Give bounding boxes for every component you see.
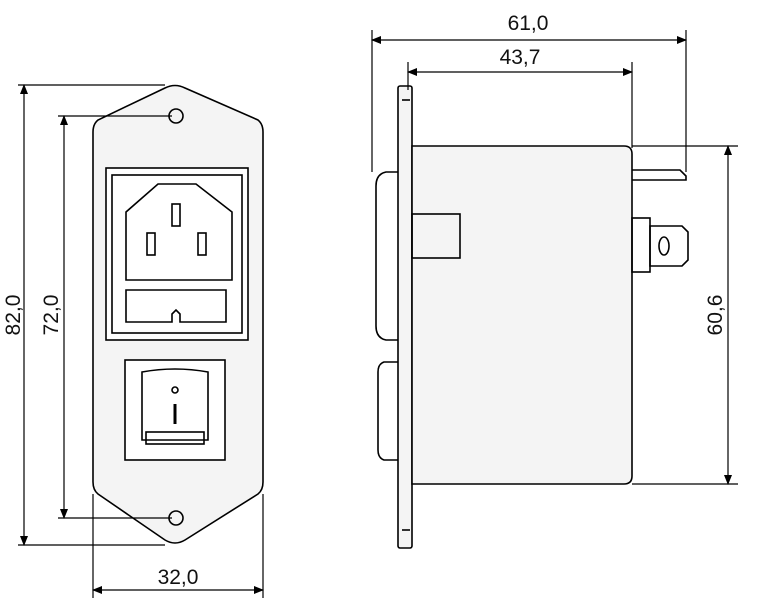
socket-module-inner [111,174,243,334]
rocker-lower-lip [145,431,205,445]
front-dimension-lines [18,84,264,598]
front-view [92,84,264,544]
socket-front-protrusion [375,171,398,341]
fuse-drawer [125,289,227,323]
dim-hole-spacing: 72,0 [40,295,63,336]
dim-body-height: 60,6 [704,295,727,336]
side-view [375,85,689,549]
rocker-switch [141,368,209,441]
side-plunger [411,213,461,259]
side-dimension-lines [371,30,738,485]
dim-overall-depth: 61,0 [508,12,549,35]
earth-pin [171,203,181,227]
switch-off-mark [171,386,179,394]
top-terminal [632,169,687,181]
line-pin [146,232,156,256]
main-body [411,145,633,485]
dim-body-depth: 43,7 [500,46,541,69]
terminal-base [631,217,651,273]
quick-connect-terminal [649,225,689,267]
dim-width: 32,0 [158,566,199,589]
switch-side-profile [377,361,398,461]
terminal-hole [658,236,670,256]
dim-overall-height: 82,0 [2,295,25,336]
iec-inlet-outline [125,183,233,281]
side-flange-plate [397,85,413,549]
neutral-pin [197,232,207,256]
